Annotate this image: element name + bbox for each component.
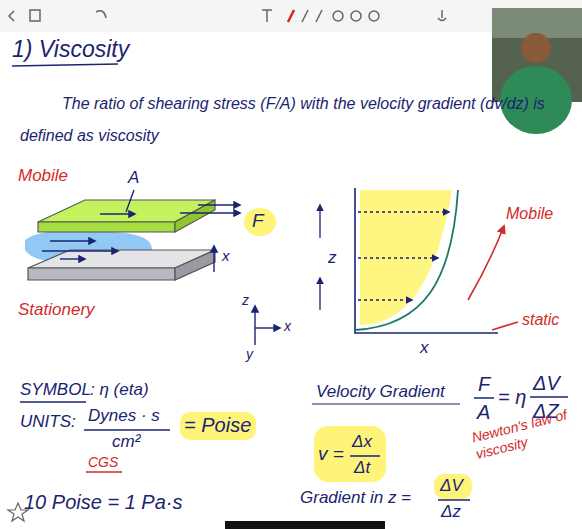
axis-label: z [328,248,337,268]
axis-label: y [246,346,253,363]
fraction-numerator: ΔV [440,476,463,496]
symbol-heading: SYMBOL [20,380,91,400]
fraction-denominator: Δz [441,502,461,522]
axis-label: z [242,292,249,309]
law-formula: = η [498,385,526,409]
section-heading: Velocity Gradient [316,382,445,402]
definition-text: The ratio of shearing stress (F/A) with … [20,88,570,152]
title-underline [12,64,118,66]
unit-system: CGS [88,454,118,471]
page-title: 1) Viscosity [12,36,129,64]
fraction-denominator: A [477,400,490,424]
velocity-formula: v = [318,443,344,466]
unit-conversion: 10 Poise = 1 Pa·s [24,490,182,514]
velocity-profile-graph [320,188,518,333]
toolbar-icons [9,10,446,22]
fraction-numerator: Δx [352,432,372,452]
static-label: static [522,310,559,329]
unit-numerator: Dynes · s [88,406,160,426]
presenter-head [521,33,551,63]
mobile-label: Mobile [18,166,68,186]
gradient-formula: Gradient in z = [300,488,411,508]
unit-name: = Poise [184,413,251,437]
distance-label: x [222,247,230,265]
axes-symbol [255,306,280,345]
fraction-numerator: ΔV [533,371,560,395]
axis-label: x [420,338,429,358]
fraction-numerator: F [478,372,490,396]
mobile-label: Mobile [506,204,553,223]
player-bar [225,521,385,529]
area-label: A [128,168,139,188]
units-heading: UNITS: [20,412,76,432]
stationery-label: Stationery [18,300,95,320]
fraction-denominator: Δt [354,458,370,478]
force-label: F [252,210,264,233]
plates-illustration [25,190,276,280]
unit-denominator: cm² [112,432,140,452]
symbol-value: : η (eta) [90,380,149,400]
axis-label: x [284,318,291,335]
